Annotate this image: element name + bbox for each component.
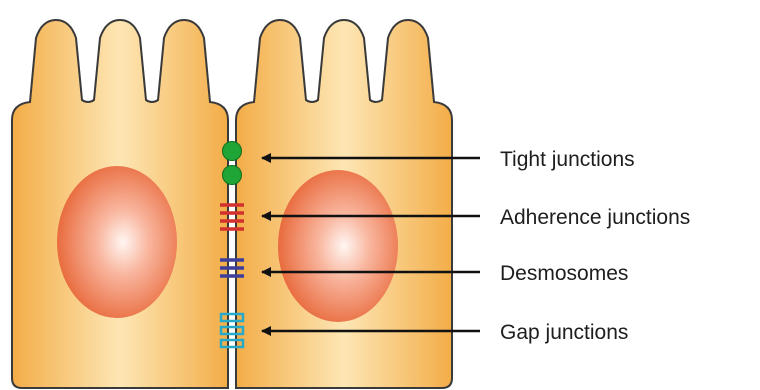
gap-junctions-label: Gap junctions [500, 321, 628, 344]
right-cell [236, 20, 452, 388]
desmosomes-label: Desmosomes [500, 262, 628, 285]
tight-junctions-label: Tight junctions [500, 148, 635, 171]
left-cell [12, 20, 228, 388]
left-nucleus [57, 166, 177, 318]
right-nucleus [278, 170, 398, 322]
adherence-junctions-label: Adherence junctions [500, 206, 690, 229]
